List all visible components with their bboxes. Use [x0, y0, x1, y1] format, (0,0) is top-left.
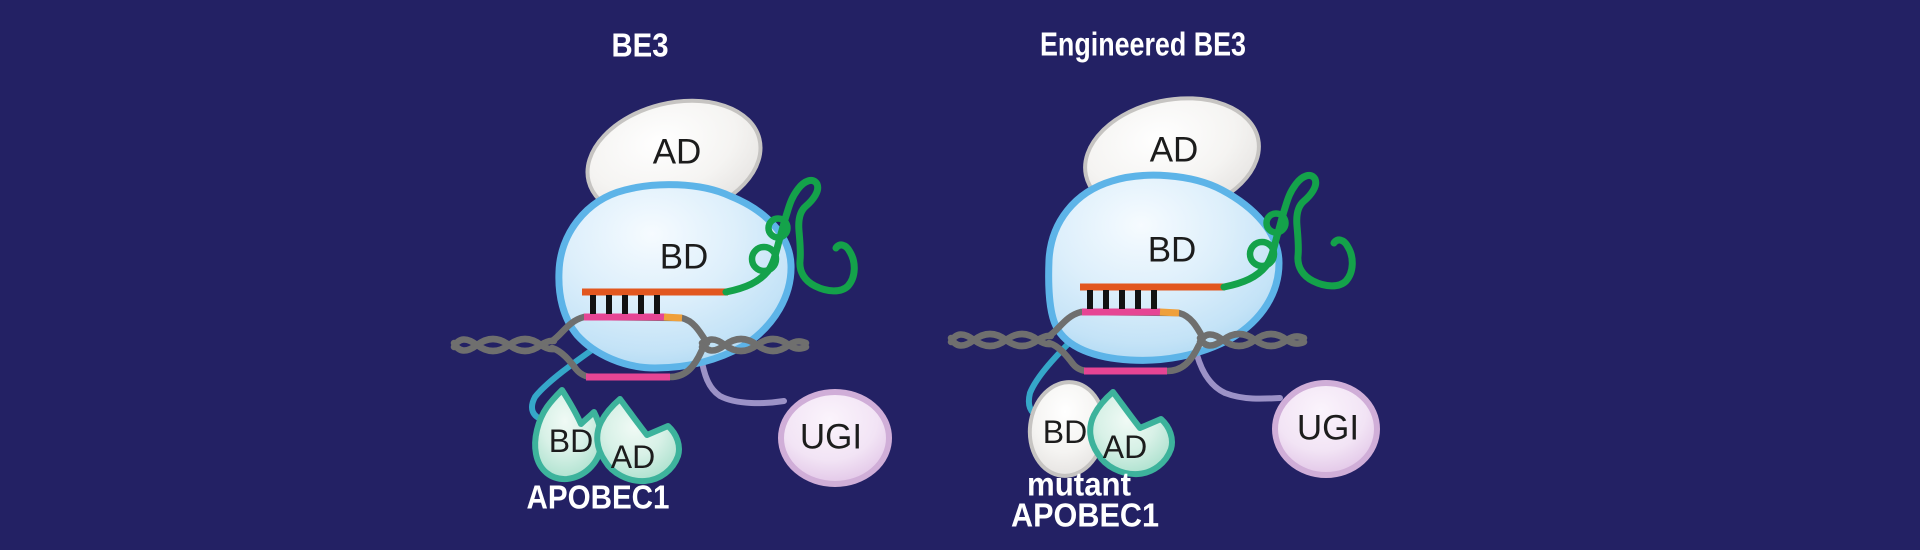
- apobec1-bd-label: BD: [549, 423, 593, 459]
- panel-title: BE3: [612, 27, 669, 64]
- cas9-bd-domain: [555, 181, 795, 372]
- apobec1-bd-label: BD: [1043, 414, 1087, 450]
- rna-dna-basepair-hatches: [1087, 290, 1157, 309]
- ugi-domain: [1272, 380, 1380, 478]
- bd-domain-label: BD: [660, 238, 709, 277]
- apobec1-ad-label: AD: [611, 439, 655, 475]
- apobec1-caption-line2: APOBEC1: [1011, 497, 1159, 534]
- panel-be3: BE3 AD BD BD AD APOBEC1 UGI: [450, 27, 892, 516]
- ugi-linker: [698, 354, 787, 407]
- dna-double-helix: [450, 313, 810, 381]
- ad-domain-label: AD: [653, 133, 702, 172]
- ugi-domain: [778, 389, 892, 487]
- panel-engineered-be3: Engineered BE3 AD BD BD AD mutant APOBEC…: [947, 26, 1380, 534]
- panel-title: Engineered BE3: [1040, 26, 1246, 63]
- pam-segment: [1159, 308, 1180, 317]
- ad-domain-label: AD: [1150, 131, 1199, 170]
- apobec1-ad-lobe: [1087, 389, 1175, 478]
- dna-bottom-strand: [548, 344, 706, 381]
- apobec1-ad-label: AD: [1103, 429, 1147, 465]
- ugi-label: UGI: [1297, 409, 1359, 448]
- pam-segment: [663, 313, 683, 322]
- apobec1-linker: [529, 337, 609, 423]
- dna-helix-right-strand-b: [698, 335, 810, 355]
- apobec1-bd-lobe: [532, 387, 605, 483]
- ugi-label: UGI: [800, 418, 862, 457]
- rna-dna-basepair-hatches: [590, 295, 660, 314]
- bd-domain-label: BD: [1148, 231, 1197, 270]
- dna-bottom-strand: [1045, 339, 1203, 375]
- dna-helix-right-strand-b: [1196, 330, 1308, 350]
- apobec1-caption: APOBEC1: [527, 479, 670, 516]
- ugi-linker: [1194, 352, 1283, 402]
- apobec1-ad-lobe: [594, 396, 682, 485]
- apobec1-caption-line1: mutant: [1027, 466, 1131, 503]
- dna-double-helix: [947, 308, 1308, 375]
- dna-helix-left-strand-b: [947, 330, 1055, 350]
- dna-helix-left-strand-b: [450, 335, 558, 355]
